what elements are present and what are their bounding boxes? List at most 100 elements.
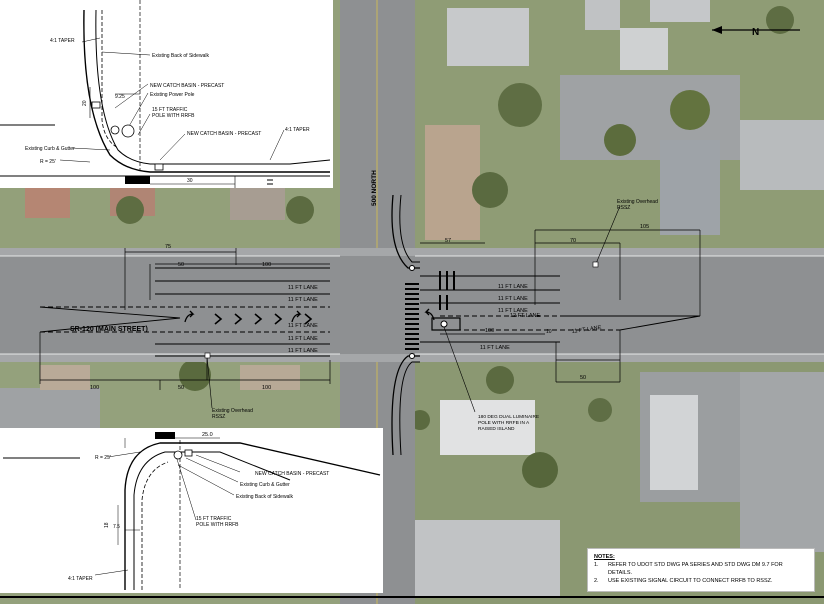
building: [240, 365, 300, 390]
building: [440, 400, 535, 455]
lane-label: 11 FT LANE: [288, 323, 318, 329]
north-street-label: 500 NORTH: [371, 170, 378, 206]
building: [40, 365, 90, 390]
dimension-lines-west: [39, 248, 331, 390]
dimension-label: 100: [485, 328, 494, 334]
bottom-curb-label: Existing Curb & Gutter: [240, 482, 290, 488]
north-arrow-icon: N: [712, 26, 800, 38]
tree: [486, 366, 514, 394]
detail-hatch-icon: [267, 175, 273, 185]
tree: [179, 359, 211, 391]
ne-traffic-pole-icon: [409, 265, 415, 271]
building: [230, 188, 285, 220]
lane-label: 11 FT LANE: [498, 308, 528, 314]
crosswalk: [405, 283, 419, 350]
traffic-pole-icon: [173, 450, 183, 460]
dimension-lines-east: [420, 229, 701, 383]
median-pole-icon: [440, 320, 448, 328]
note-text: USE EXISTING SIGNAL CIRCUIT TO CONNECT R…: [608, 578, 773, 584]
stop-bars-east: [439, 271, 455, 310]
dimension-label: 10: [546, 329, 552, 335]
top-detail-lines: [0, 0, 331, 188]
top-taper-2-label: 4:1 TAPER: [285, 127, 310, 133]
catch-basin-icon: [91, 101, 101, 109]
lane-label: 12 FT LANE: [510, 313, 540, 319]
top-curb-label: Existing Curb & Gutter: [25, 146, 75, 152]
top-dim-30: 30: [187, 178, 193, 184]
building: [400, 520, 560, 598]
tree: [588, 398, 612, 422]
top-dim-925: 9.25: [115, 94, 125, 100]
overhead-label-line2: RSSZ: [617, 205, 630, 211]
top-power-pole-label: Existing Power Pole: [150, 92, 195, 98]
tree: [116, 196, 144, 224]
ne-corner-curb-back: [399, 194, 420, 263]
tree: [498, 83, 542, 127]
building: [425, 125, 480, 240]
power-pole-icon: [110, 125, 120, 135]
note-item: 2. USE EXISTING SIGNAL CIRCUIT TO CONNEC…: [594, 577, 808, 585]
bottom-catch-basin-label: NEW CATCH BASIN - PRECAST: [255, 471, 329, 477]
lane-label: 11 FT LANE: [288, 285, 318, 291]
bottom-dim-250: 25.0: [202, 432, 213, 438]
building: [585, 0, 620, 30]
building: [660, 140, 720, 235]
median-pole-label-line1: 180 DEG DUAL LUMINAIRE: [478, 414, 539, 420]
lane-label: 11 FT LANE: [498, 296, 528, 302]
top-catch-basin-2-label: NEW CATCH BASIN - PRECAST: [187, 131, 261, 137]
bottom-sidewalk-label: Existing Back of Sidewalk: [236, 494, 293, 500]
overhead-label-line1: Existing Overhead: [212, 408, 253, 414]
top-sidewalk-label: Existing Back of Sidewalk: [152, 53, 209, 59]
tree: [670, 90, 710, 130]
tree: [604, 124, 636, 156]
dimension-label: 57: [445, 238, 451, 244]
dimension-label: 100: [90, 385, 99, 391]
overhead-sign-icon: [592, 261, 599, 268]
north-arrow-label: N: [752, 27, 759, 38]
bottom-detail-lines: [3, 437, 381, 590]
tree: [472, 172, 508, 208]
leader-lines: [206, 205, 621, 413]
median-pole-label-line2: POLE WITH RRFB IN A: [478, 420, 530, 426]
note-item: 1. REFER TO UDOT STD DWG PA SERIES AND S…: [594, 561, 808, 577]
top-detail-panel: [0, 0, 333, 188]
building: [740, 120, 824, 190]
raised-island: [431, 317, 461, 331]
se-corner-curb-back: [399, 361, 420, 456]
parking-lot-sw: [0, 388, 100, 428]
se-corner-curb: [391, 355, 420, 456]
top-taper-label: 4:1 TAPER: [50, 38, 75, 44]
top-dim-20: 20: [82, 100, 88, 106]
bottom-radius-label: R = 25': [95, 455, 111, 461]
building: [25, 188, 70, 218]
top-traffic-pole-line2: POLE WITH RRFB: [152, 113, 195, 119]
notes-box: NOTES: 1. REFER TO UDOT STD DWG PA SERIE…: [587, 548, 815, 592]
building: [620, 28, 668, 70]
lane-label: 11 FT LANE: [288, 297, 318, 303]
building: [650, 0, 710, 22]
bottom-dim-18: 18: [104, 522, 110, 528]
median-chevrons: [214, 313, 313, 325]
bottom-traffic-pole-line1: 15 FT TRAFFIC: [196, 516, 232, 522]
dimension-label: 100: [262, 262, 271, 268]
building: [447, 8, 529, 66]
note-text: REFER TO UDOT STD DWG PA SERIES AND STD …: [607, 562, 783, 576]
tree: [766, 6, 794, 34]
main-street-shoulder: [0, 248, 824, 256]
lane-label: 11 FT LANE: [480, 345, 510, 351]
lane-label: 11 FT LANE: [571, 325, 602, 335]
dimension-label: 50: [178, 385, 184, 391]
note-number: 2.: [594, 578, 599, 584]
dimension-label: 50: [580, 375, 586, 381]
notes-title: NOTES:: [594, 554, 615, 560]
median-pole-label-line3: RAISED ISLAND: [478, 426, 515, 432]
dimension-label: 70: [570, 238, 576, 244]
stop-bar-icon: [125, 176, 150, 184]
turn-arrows: [184, 308, 435, 323]
overhead-label-line1: Existing Overhead: [617, 199, 658, 205]
parking-lot-e: [740, 372, 824, 552]
bottom-traffic-pole-line2: POLE WITH RRFB: [196, 522, 239, 528]
lane-label: 11 FT LANE: [498, 284, 528, 290]
